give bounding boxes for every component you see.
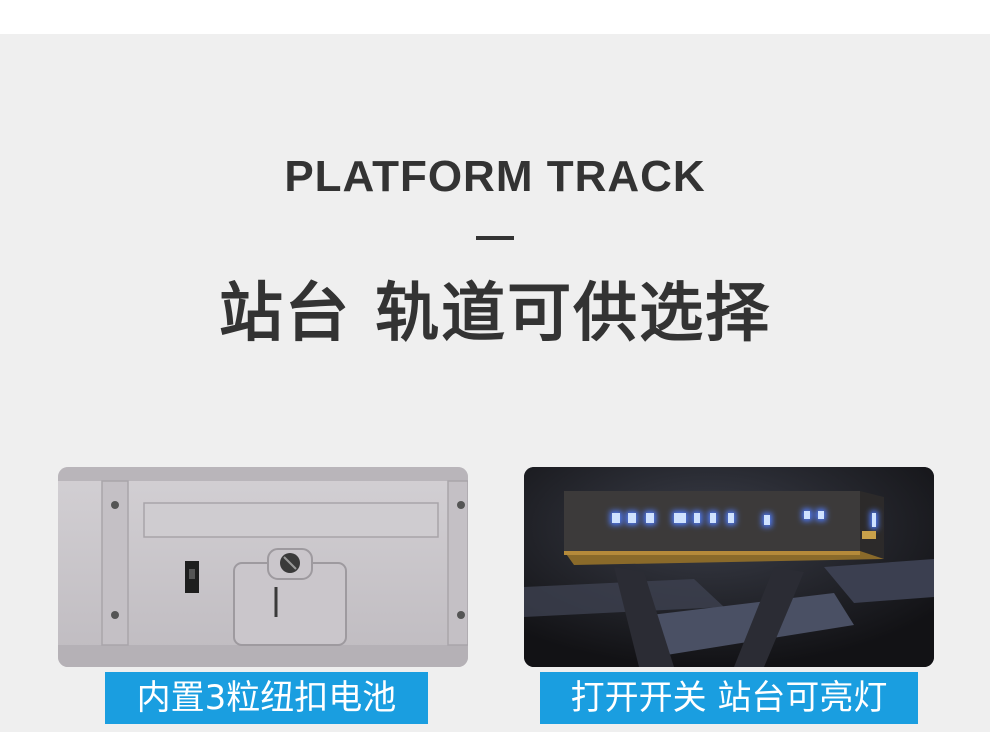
english-title: PLATFORM TRACK (284, 152, 706, 201)
lit-platform-photo (524, 467, 934, 667)
light-caption: 打开开关 站台可亮灯 (540, 672, 918, 724)
battery-caption: 内置3粒纽扣电池 (105, 672, 428, 724)
chinese-title: 站台 轨道可供选择 (218, 277, 772, 351)
title-divider (476, 236, 514, 240)
battery-compartment-photo (58, 467, 468, 667)
